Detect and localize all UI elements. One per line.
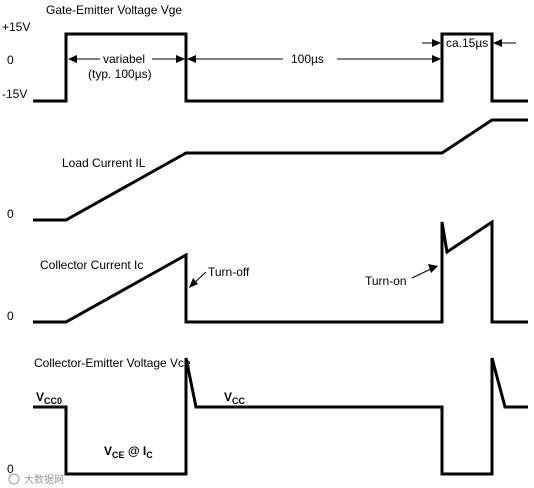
watermark: 大数据网 — [8, 473, 64, 486]
gap-duration-label: 100µs — [291, 52, 324, 66]
collector-current-waveform — [33, 219, 528, 324]
watermark-text: 大数据网 — [24, 473, 64, 486]
collector-label-zero: 0 — [7, 309, 14, 323]
watermark-logo-icon — [8, 473, 20, 485]
vce-title: Collector-Emitter Voltage Vce — [34, 356, 191, 370]
variable-duration-typical: (typ. 100µs) — [88, 67, 152, 81]
collector-title: Collector Current Ic — [40, 258, 143, 272]
gate-label-plus15: +15V — [2, 20, 30, 34]
gate-label-minus15: -15V — [2, 87, 27, 101]
variable-arrow-right-icon — [176, 55, 185, 63]
load-label-zero: 0 — [7, 207, 14, 221]
load-title: Load Current IL — [62, 156, 146, 170]
vce-sat-label: VCE @ IC — [104, 444, 153, 460]
gap-arrow-left-icon — [187, 55, 196, 63]
turn-off-label: Turn-off — [208, 265, 250, 279]
vcc-label: VCC — [224, 390, 246, 406]
pulse2-arrow-left-icon — [432, 39, 441, 47]
turn-off-arrow-icon — [189, 278, 198, 288]
gap-arrow-right-icon — [432, 55, 441, 63]
variable-duration-label: variabel — [103, 52, 145, 66]
turn-on-arrow-icon — [428, 264, 438, 273]
turn-on-pointer-line — [411, 267, 434, 279]
vce-waveform — [33, 357, 528, 476]
gate-title: Gate-Emitter Voltage Vge — [46, 3, 182, 17]
pulse2-arrow-right-icon — [493, 39, 502, 47]
gate-label-zero: 0 — [7, 53, 14, 67]
gate-voltage-waveform — [33, 32, 528, 103]
vce-label-zero: 0 — [7, 462, 14, 476]
variable-arrow-left-icon — [68, 55, 77, 63]
turn-on-label: Turn-on — [365, 274, 407, 288]
pulse2-duration-label: ca.15µs — [446, 36, 488, 50]
load-current-waveform — [33, 118, 528, 222]
vcc0-label: VCC0 — [36, 390, 62, 406]
